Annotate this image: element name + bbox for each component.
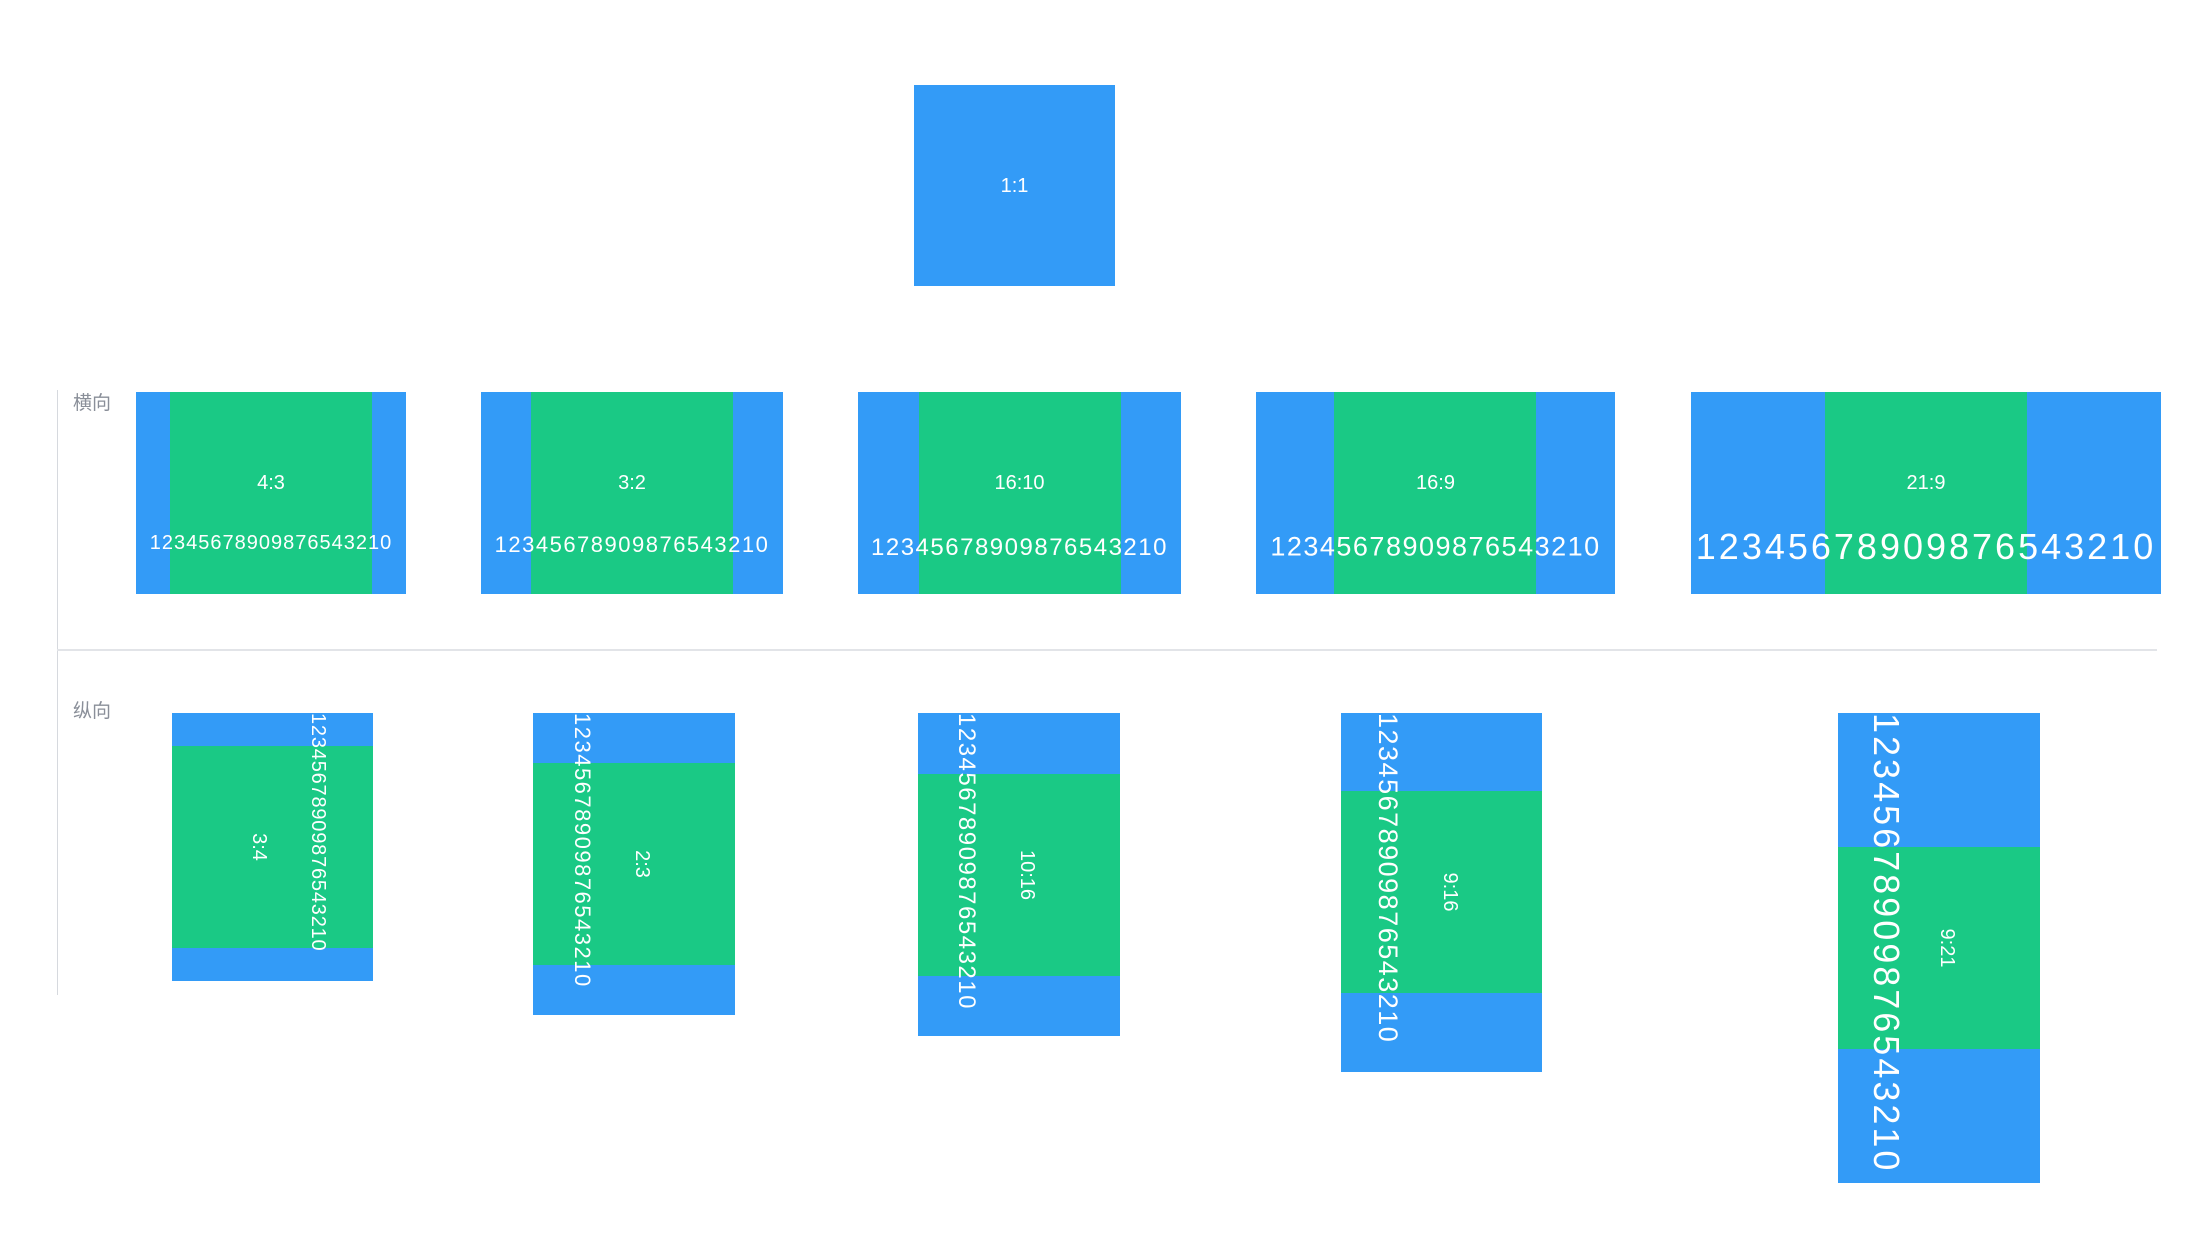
digit-ruler: 12345678909876543210 [1270,531,1601,562]
ratio-box-1-1: 1:1 [914,85,1115,286]
digit-ruler: 12345678909876543210 [149,532,393,554]
ratio-box-9-16: 9:16 12345678909876543210 [1341,713,1542,1072]
safe-area [1334,392,1536,594]
ratio-label: 1:1 [1000,174,1029,197]
safe-area [531,392,733,594]
ratio-box-3-4: 3:4 12345678909876543210 [172,713,373,981]
safe-area [918,774,1120,976]
ratio-label: 9:21 [1936,928,1958,968]
ratio-label: 9:16 [1439,872,1461,912]
digit-ruler: 12345678909876543210 [1866,713,1907,1174]
safe-area [1825,392,2027,594]
ratio-label: 16:9 [1416,472,1455,494]
ratio-box-10-16: 10:16 12345678909876543210 [918,713,1120,1036]
safe-area [533,763,735,965]
ratio-label: 3:4 [248,833,270,861]
ratio-box-4-3: 4:3 12345678909876543210 [136,392,406,594]
ratio-box-3-2: 3:2 12345678909876543210 [481,392,783,594]
ratio-label: 10:16 [1016,849,1038,901]
ratio-box-16-10: 16:10 12345678909876543210 [858,392,1181,594]
safe-area [1838,847,2040,1049]
ratio-box-9-21: 9:21 12345678909876543210 [1838,713,2040,1183]
ratio-label: 16:10 [994,472,1045,494]
safe-area [1341,791,1542,993]
ratio-box-21-9: 21:9 12345678909876543210 [1691,392,2161,594]
left-divider [57,390,58,995]
digit-ruler: 12345678909876543210 [570,713,595,988]
digit-ruler: 12345678909876543210 [871,534,1168,561]
ratio-label: 21:9 [1906,472,1946,494]
ratio-label: 3:2 [618,472,646,494]
ratio-label: 2:3 [631,850,653,878]
portrait-label: 纵向 [73,701,112,722]
safe-area [170,392,372,594]
safe-area [919,392,1121,594]
digit-ruler: 12345678909876543210 [1373,713,1403,1044]
digit-ruler: 12345678909876543210 [953,713,980,1010]
ratio-label: 4:3 [257,472,285,494]
row-divider [57,649,2157,651]
ratio-box-16-9: 16:9 12345678909876543210 [1256,392,1615,594]
digit-ruler: 12345678909876543210 [1695,526,2157,567]
ratio-box-2-3: 2:3 12345678909876543210 [533,713,735,1015]
digit-ruler: 12345678909876543210 [494,532,770,557]
landscape-label: 横向 [73,393,112,414]
digit-ruler: 12345678909876543210 [307,713,329,952]
safe-area [172,746,373,948]
